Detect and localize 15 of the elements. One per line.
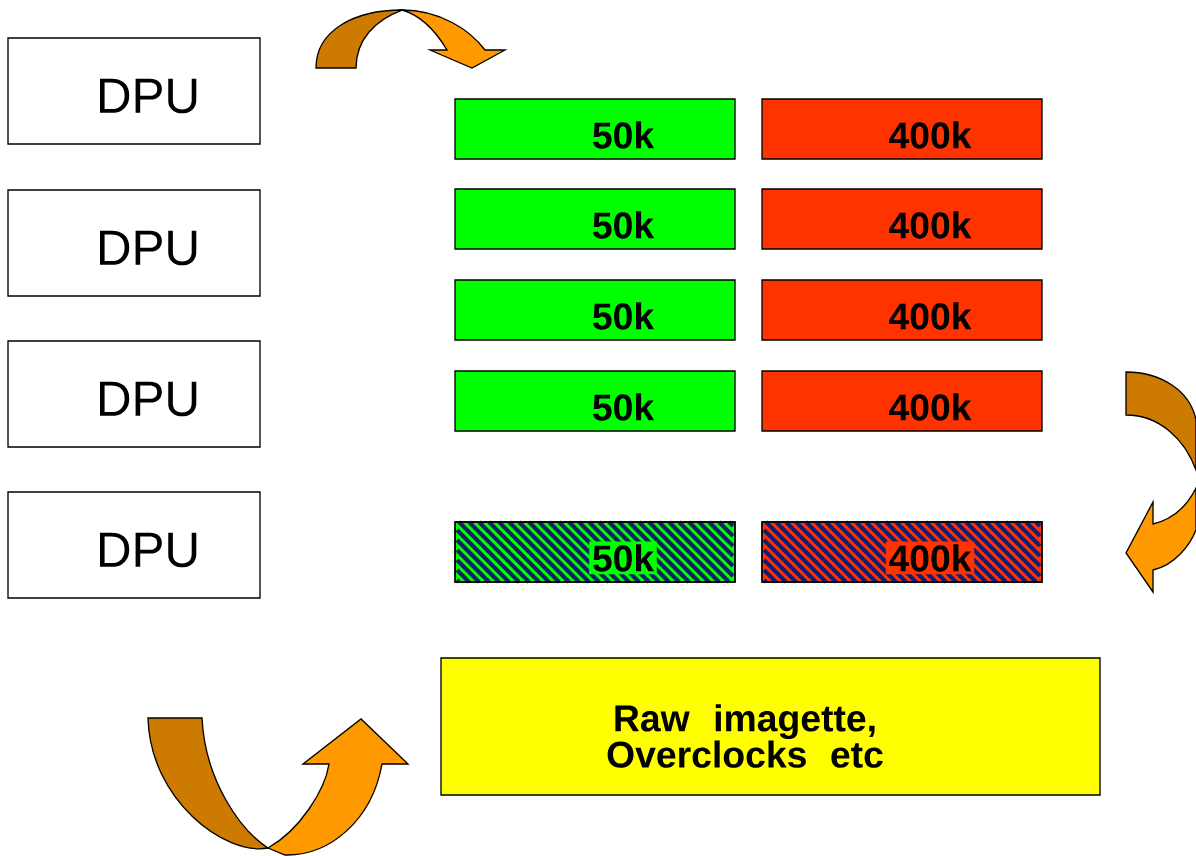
value-bar: 50k (454, 370, 736, 432)
value-bar: 400k (761, 370, 1043, 432)
value-bar: 400k (761, 279, 1043, 341)
hatched-bar: 50k (454, 520, 736, 584)
dpu-box: DPU (7, 491, 261, 599)
value-bar: 50k (454, 188, 736, 250)
note-box: Raw imagette, Overclocks etc (440, 657, 1101, 796)
hatched-bar: 400k (761, 520, 1043, 584)
value-bar: 400k (761, 188, 1043, 250)
dpu-box: DPU (7, 37, 261, 145)
dpu-box: DPU (7, 189, 261, 297)
value-bar: 50k (454, 279, 736, 341)
dpu-box: DPU (7, 340, 261, 448)
value-bar: 400k (761, 98, 1043, 160)
value-bar: 50k (454, 98, 736, 160)
